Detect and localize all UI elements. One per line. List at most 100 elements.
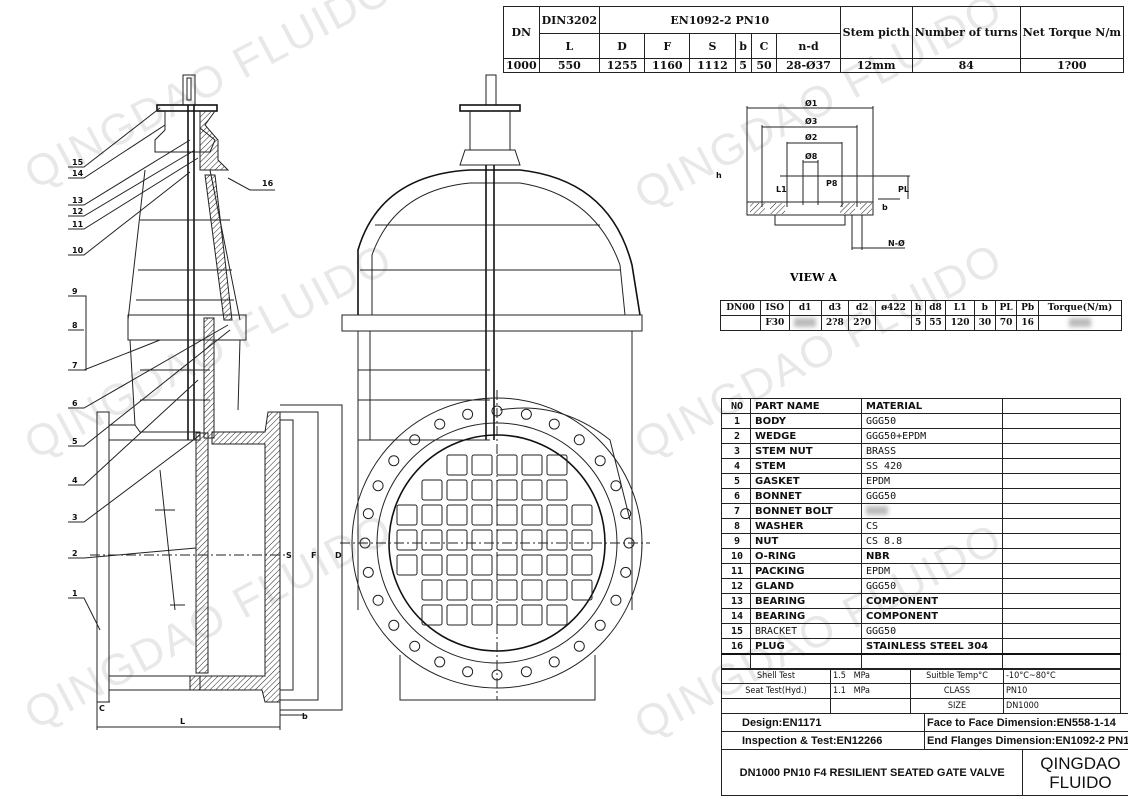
parts-header-name: PART NAME xyxy=(750,398,862,414)
flange-bolt-hole xyxy=(462,408,474,420)
wedge-rib-cell xyxy=(446,504,468,526)
part-material: GGG50 xyxy=(861,623,1003,639)
flange-bolt-hole xyxy=(388,619,400,631)
callout-label: 3 xyxy=(72,513,78,522)
part-material: GGG50 xyxy=(861,488,1003,504)
view-a-header: PL xyxy=(994,300,1018,316)
part-number: 11 xyxy=(721,563,751,579)
part-material: COMPONENT xyxy=(861,593,1003,609)
spec-value: 5 xyxy=(734,58,752,73)
leader-line xyxy=(68,171,191,256)
wedge-rib-cell xyxy=(496,504,518,526)
wedge-rib-cell xyxy=(471,504,493,526)
part-material: SS 420 xyxy=(861,458,1003,474)
parts-blank-cell xyxy=(1002,533,1121,549)
view-a-value: 70 xyxy=(994,315,1018,331)
leader-line xyxy=(68,339,161,371)
parts-blank-cell xyxy=(1002,473,1121,489)
part-number: 9 xyxy=(721,533,751,549)
flange-bolt-hole xyxy=(462,666,474,678)
spec-column-header: F xyxy=(644,33,691,59)
wedge-rib-cell xyxy=(446,454,468,476)
callout-label: 6 xyxy=(72,399,78,408)
view-a-header: Pb xyxy=(1016,300,1039,316)
part-material: EPDM xyxy=(861,473,1003,489)
wedge-rib-cell xyxy=(546,554,568,576)
parts-header-no: NO xyxy=(721,398,751,414)
wedge-rib-cell xyxy=(521,479,543,501)
part-number: 2 xyxy=(721,428,751,444)
wedge-rib-cell xyxy=(496,579,518,601)
spec-column-header: L xyxy=(538,33,600,59)
wedge-rib-cell xyxy=(421,504,443,526)
part-material: EPDM xyxy=(861,563,1003,579)
wedge-rib-cell xyxy=(446,604,468,626)
wedge-rib-cell xyxy=(396,504,418,526)
spec-value: 1255 xyxy=(598,58,646,73)
title-block: Design:EN1171 Face to Face Dimension:EN5… xyxy=(720,713,1128,796)
flange-bolt-hole xyxy=(434,656,446,668)
company-line-1: QINGDAO xyxy=(1040,753,1121,773)
view-a-label: h xyxy=(716,171,722,180)
part-name: BEARING xyxy=(750,608,862,624)
view-a-value: 5 xyxy=(910,315,926,331)
redacted-value xyxy=(866,506,888,515)
part-number: 3 xyxy=(721,443,751,459)
spec-column-header: S xyxy=(689,33,736,59)
spec-column-header: b xyxy=(734,33,752,59)
view-a-header: DN00 xyxy=(719,300,762,316)
leader-line xyxy=(68,547,197,559)
parts-blank-cell xyxy=(1002,578,1121,594)
flange-bolt-hole xyxy=(362,508,374,520)
seat-value: 1.1 xyxy=(833,686,846,696)
wedge-rib-cell xyxy=(521,529,543,551)
callout-label: 5 xyxy=(72,437,78,446)
end-flanges-standard: End Flanges Dimension:EN1092-2 PN10 xyxy=(923,731,1128,750)
dim-D: D xyxy=(335,551,342,560)
din-header: DIN3202 xyxy=(538,6,600,34)
dim-L: L xyxy=(180,717,185,726)
wedge-rib-cell xyxy=(471,454,493,476)
view-a-value: 120 xyxy=(945,315,975,331)
part-number: 15 xyxy=(721,623,751,639)
parts-blank-cell xyxy=(1002,398,1121,414)
view-a-value: 16 xyxy=(1016,315,1039,331)
parts-blank-cell xyxy=(1002,428,1121,444)
wedge-rib-cell xyxy=(546,454,568,476)
wedge-rib-cell xyxy=(421,579,443,601)
wedge-rib-cell xyxy=(471,604,493,626)
part-name: BONNET xyxy=(750,488,862,504)
flange-bolt-hole xyxy=(620,508,632,520)
view-a-value: 55 xyxy=(924,315,947,331)
wedge-rib-cell xyxy=(496,529,518,551)
shell-test-label: Shell Test xyxy=(721,668,831,684)
shell-value: 1.5 xyxy=(833,671,846,681)
callout-label: 13 xyxy=(72,196,83,205)
part-name: BODY xyxy=(750,413,862,429)
wedge-rib-cell xyxy=(496,554,518,576)
wedge-rib-cell xyxy=(446,479,468,501)
parts-blank-cell xyxy=(1002,593,1121,609)
callout-label: 8 xyxy=(72,321,78,330)
bracket-line xyxy=(80,295,87,371)
size-value: DN1000 xyxy=(1003,698,1121,714)
parts-blank-cell xyxy=(1002,488,1121,504)
part-material: BRASS xyxy=(861,443,1003,459)
part-material: STAINLESS STEEL 304 xyxy=(861,638,1003,655)
flange-bolt-hole xyxy=(372,594,384,606)
view-a-header: d8 xyxy=(924,300,947,316)
temp-value: -10°C~80°C xyxy=(1003,668,1121,684)
flange-bolt-hole xyxy=(573,434,585,446)
flange-bolt-hole xyxy=(610,480,622,492)
spec-column-header: n-d xyxy=(776,33,841,59)
wedge-rib-cell xyxy=(421,554,443,576)
parts-blank-cell xyxy=(1002,623,1121,639)
tests-table: Shell Test 1.5 MPa Suitble Temp°C -10°C~… xyxy=(721,668,1121,714)
